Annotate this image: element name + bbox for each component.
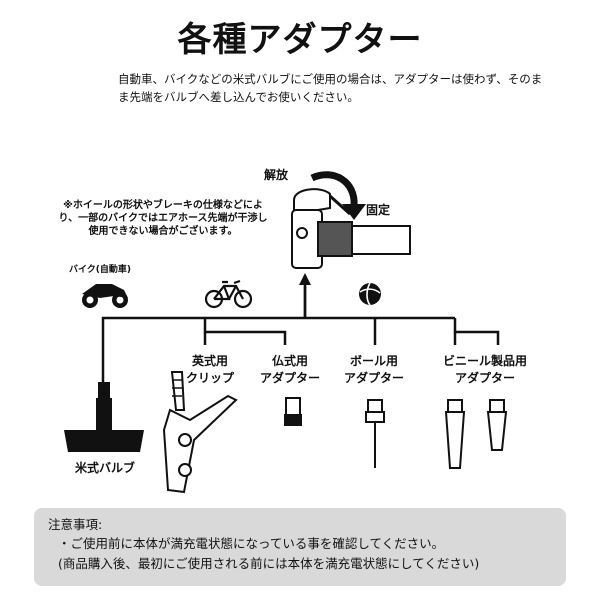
main-branch-line xyxy=(101,316,455,385)
uk-fr-branch-line xyxy=(203,318,287,345)
vinyl-adapter-label-line2: アダプター xyxy=(454,371,515,385)
ball-icon xyxy=(359,282,381,306)
warning-note: ※ホイールの形状やブレーキの仕様などにより、一部のバイクではエアホース先端が干渉… xyxy=(58,200,268,237)
fr-adapter-label-line2: アダプター xyxy=(259,371,320,385)
us-valve-label: 米式バルブ xyxy=(74,461,135,475)
us-valve-illustration xyxy=(64,382,144,452)
ball-adapter-label-line1: ボール用 xyxy=(349,354,398,368)
notice-box xyxy=(34,508,566,586)
ball-adapter-label: ボール用 アダプター xyxy=(334,353,414,387)
arrow-up-icon xyxy=(299,273,311,318)
connector-lines xyxy=(101,286,500,385)
vehicle-label: バイク(自動車) xyxy=(68,265,132,275)
intro-text: 自動車、バイクなどの米式バルブにご使用の場合は、アダプターは使わず、そのまま先端… xyxy=(118,72,543,104)
lever-release-label: 解放 xyxy=(264,168,289,182)
notice-heading: 注意事項: xyxy=(48,517,103,532)
notice-line-2: (商品購入後、最初にご使用される前には本体を満充電状態にしてください) xyxy=(58,556,480,571)
lever-lock-label: 固定 xyxy=(366,203,391,217)
fr-adapter-label-line1: 仏式用 xyxy=(271,354,308,368)
ball-needle-illustration xyxy=(365,399,385,468)
vinyl-branch-line xyxy=(453,318,500,345)
vinyl-adapter-label: ビニール製品用 アダプター xyxy=(425,353,545,387)
uk-clip-label: 英式用 クリップ xyxy=(170,353,250,387)
page-title: 各種アダプター xyxy=(177,20,423,60)
pump-head xyxy=(291,188,411,269)
curved-arrow-icon xyxy=(310,171,366,220)
motorcycle-icon xyxy=(82,284,128,308)
fr-adapter-label: 仏式用 アダプター xyxy=(250,353,330,387)
uk-clip-illustration xyxy=(162,371,238,494)
vinyl-adapter-illustration xyxy=(444,399,508,469)
bicycle-icon xyxy=(204,279,253,309)
fr-adapter-illustration xyxy=(284,397,302,426)
notice-line-1: ・ご使用前に本体が満充電状態になっている事を確認してください。 xyxy=(58,536,445,551)
ball-adapter-label-line2: アダプター xyxy=(343,371,404,385)
uk-clip-label-line2: クリップ xyxy=(185,371,234,385)
uk-clip-label-line1: 英式用 xyxy=(191,354,228,368)
vinyl-adapter-label-line1: ビニール製品用 xyxy=(442,354,527,368)
